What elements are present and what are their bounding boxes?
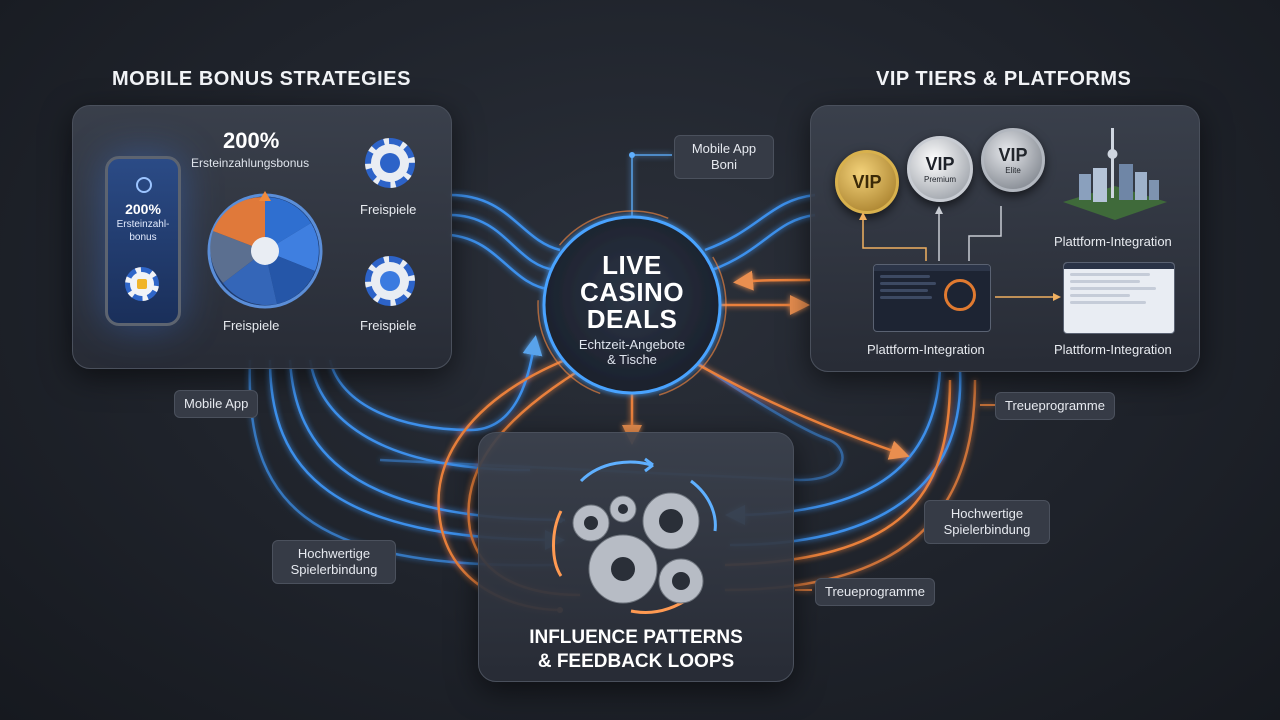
phone-headline: 200% (125, 201, 161, 217)
phone-mockup: 200% Ersteinzahl- bonus (105, 156, 181, 326)
flow-orange-2 (733, 270, 811, 291)
dashboard-right-label: Plattform-Integration (1054, 342, 1172, 357)
vip-elite-text: VIP (998, 145, 1028, 165)
prize-wheel-icon (207, 191, 323, 309)
hub-sub-line1: Echtzeit-Angebote (578, 337, 686, 352)
vip-premium-text: VIP (925, 154, 955, 174)
feedback-loops-panel: INFLUENCE PATTERNS & FEEDBACK LOOPS (478, 432, 794, 682)
badge-arrows (859, 206, 1002, 261)
free-spins-chip-icon (365, 138, 415, 188)
bonus-headline: 200% (223, 128, 280, 153)
flow-blue-5 (711, 213, 816, 272)
vip-gold-text: VIP (852, 171, 882, 192)
phone-logo-icon (136, 177, 152, 193)
flow-blue-8 (308, 359, 531, 472)
tag-treueprogramme-bottom: Treueprogramme (815, 578, 935, 606)
chip-top-label: Freispiele (360, 202, 417, 217)
wheel-label: Freispiele (223, 318, 280, 333)
city-skyline-icon (1063, 128, 1167, 220)
flow-blue-13 (379, 348, 844, 482)
tag-hochwertige-left: Hochwertige Spielerbindung (272, 540, 396, 584)
hub-content: LIVE CASINO DEALS Echtzeit-Angebote & Ti… (552, 250, 712, 368)
tag-mobile-app-boni: Mobile App Boni (674, 135, 774, 179)
loops-title-line1: INFLUENCE PATTERNS (529, 627, 743, 648)
flow-orange-6 (689, 358, 910, 460)
flow-blue-1 (449, 193, 561, 252)
phone-line2: Ersteinzahl- (116, 219, 170, 230)
vip-elite-sub: Elite (1005, 166, 1021, 175)
gears-icon (552, 457, 717, 614)
flow-blue-6 (268, 359, 565, 550)
hub-title-line2: CASINO (579, 277, 685, 307)
flow-blue-4 (704, 193, 816, 252)
bonus-headline-sub: Ersteinzahlungsbonus (191, 156, 310, 170)
flow-blue-2 (449, 213, 556, 272)
hub-title-line3: DEALS (586, 304, 678, 334)
phone-chip-icon (125, 267, 159, 301)
dashboard-gauge-icon (944, 279, 976, 311)
dashboard-right-screen (1063, 262, 1175, 334)
dashboard-arrow (995, 293, 1061, 301)
loops-title-line2: & FEEDBACK LOOPS (537, 651, 735, 672)
phone-line3: bonus (129, 232, 157, 243)
vip-platforms-panel: VIP VIP Premium VIP Elite Plattform-Inte… (810, 105, 1200, 372)
dashboard-left-label: Plattform-Integration (867, 342, 985, 357)
vip-section-title: VIP TIERS & PLATFORMS (876, 68, 1132, 90)
vip-premium-badge-icon: VIP Premium (907, 136, 973, 202)
vip-elite-badge-icon: VIP Elite (981, 128, 1045, 192)
dashboard-left-screen (873, 264, 991, 332)
flow-blue-3 (449, 233, 553, 292)
vip-premium-sub: Premium (923, 175, 956, 184)
tag-treueprogramme-right: Treueprogramme (995, 392, 1115, 420)
hub-title-line1: LIVE (602, 250, 662, 280)
chip-bottom-label: Freispiele (360, 318, 417, 333)
hub-sub-line2: & Tische (607, 352, 657, 367)
mobile-section-title: MOBILE BONUS STRATEGIES (112, 68, 411, 90)
tag-hochwertige-right: Hochwertige Spielerbindung (924, 500, 1050, 544)
city-label: Plattform-Integration (1054, 234, 1172, 249)
tag-mobile-app: Mobile App (174, 390, 259, 418)
flow-blue-9 (328, 335, 543, 432)
connector-mobile-app-boni (631, 154, 672, 225)
mobile-bonus-panel: 200% Ersteinzahl- bonus 200% Ersteinzahl… (72, 105, 452, 369)
free-spins-chip-icon-2 (365, 256, 415, 306)
hub-circle (542, 215, 722, 395)
vip-gold-badge-icon: VIP (835, 150, 899, 214)
